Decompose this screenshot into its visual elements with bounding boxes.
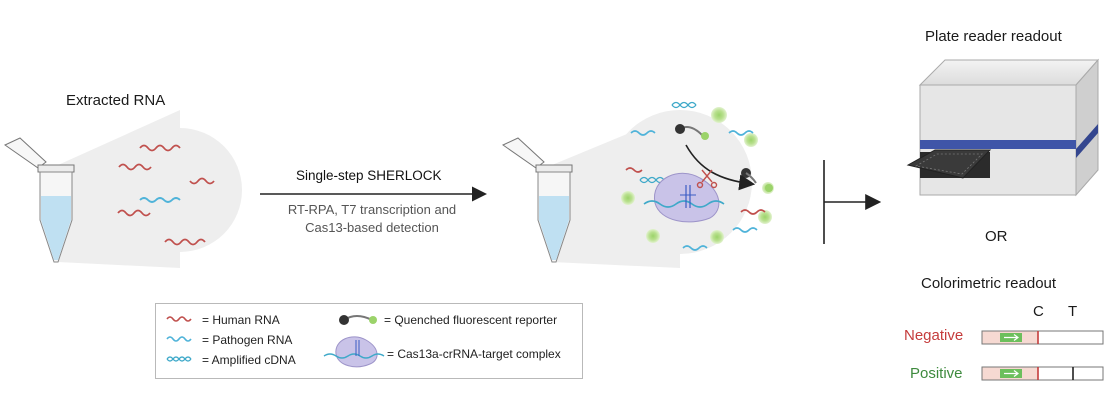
colorimetric-title: Colorimetric readout xyxy=(921,275,1057,292)
complex-legend-icon xyxy=(323,336,385,368)
step-subtitle-line1: RT-RPA, T7 transcription and xyxy=(287,202,457,217)
quenched-reporter-top xyxy=(675,124,709,140)
reaction-pathogen-rna xyxy=(630,130,758,251)
legend-reporter: = Quenched fluorescent reporter xyxy=(384,313,558,327)
legend-pathogen-rna: = Pathogen RNA xyxy=(202,333,293,347)
left-tube-icon xyxy=(4,137,75,263)
negative-label: Negative xyxy=(904,327,964,344)
reaction-human-rna xyxy=(625,167,766,215)
legend-complex: = Cas13a-crRNA-target complex xyxy=(387,347,561,361)
plate-reader-icon xyxy=(906,58,1100,197)
human-rna-legend-icon xyxy=(166,316,192,322)
left-pathogen-rna-strand xyxy=(139,197,181,203)
legend-amplified-cdna: = Amplified cDNA xyxy=(202,353,296,367)
reporter-legend-icon xyxy=(339,315,377,325)
legend-icons xyxy=(166,315,385,368)
left-human-rna-strands xyxy=(117,144,215,246)
positive-strip xyxy=(981,366,1104,381)
step-title: Single-step SHERLOCK xyxy=(296,168,442,183)
positive-label: Positive xyxy=(910,365,963,382)
left-magnified-circle xyxy=(118,128,242,252)
right-tube-icon xyxy=(502,137,573,263)
negative-strip xyxy=(981,330,1104,345)
strip-control-label: C xyxy=(1033,303,1044,320)
strip-test-label: T xyxy=(1068,303,1078,320)
step-subtitle-line2: Cas13-based detection xyxy=(305,220,439,235)
cleavage-arrow xyxy=(685,144,756,191)
legend-human-rna: = Human RNA xyxy=(202,313,280,327)
extracted-rna-title: Extracted RNA xyxy=(66,92,166,109)
or-label: OR xyxy=(985,228,1008,245)
plate-reader-title: Plate reader readout xyxy=(925,28,1062,45)
legend: = Human RNA = Pathogen RNA = Amplified c… xyxy=(155,303,583,379)
pathogen-rna-legend-icon xyxy=(166,336,192,342)
scissors-icon xyxy=(696,169,718,189)
amplified-cdna-legend-icon xyxy=(166,356,192,362)
